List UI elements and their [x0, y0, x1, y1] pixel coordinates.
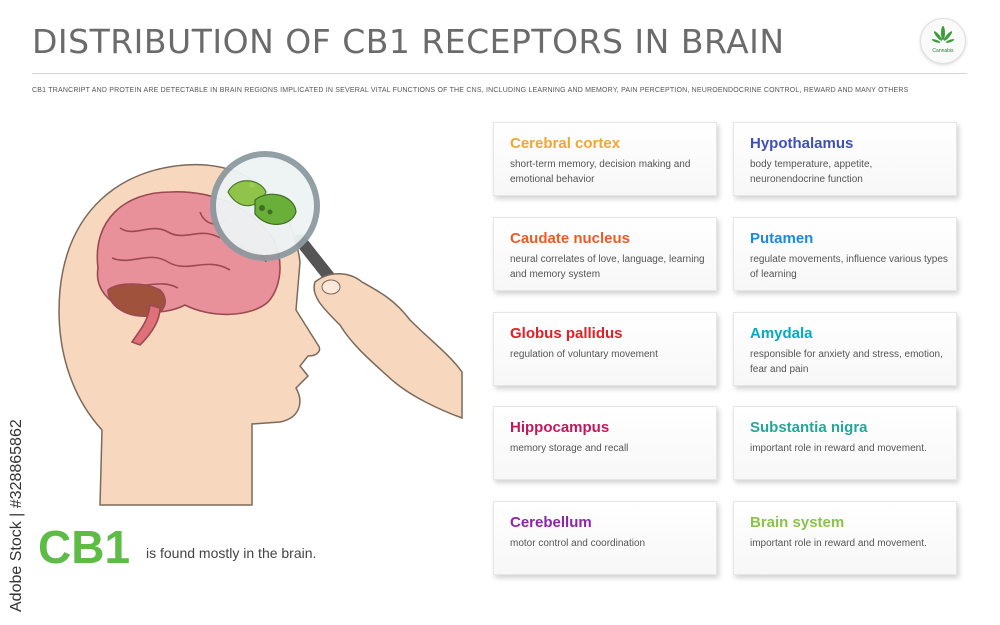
card-desc: responsible for anxiety and stress, emot… — [750, 349, 943, 375]
header-divider — [32, 73, 967, 74]
subtitle: CB1 trancript and protein are detectable… — [32, 87, 909, 94]
card-title: Brain system — [750, 514, 845, 531]
card-caudate-nucleus: Caudate nucleus neural correlates of lov… — [493, 217, 717, 291]
card-desc: motor control and coordination — [510, 538, 646, 549]
card-brain-system: Brain system important role in reward an… — [733, 501, 957, 575]
logo-text: Cannabis — [932, 48, 954, 54]
card-putamen: Putamen regulate movements, influence va… — [733, 217, 957, 291]
cb1-note: is found mostly in the brain. — [146, 545, 317, 561]
cb1-label: CB1 — [38, 521, 131, 573]
card-title: Putamen — [750, 230, 814, 247]
hand — [313, 273, 463, 420]
brain-illustration — [58, 151, 463, 506]
card-desc: regulate movements, influence various ty… — [750, 254, 948, 280]
card-title: Amydala — [750, 325, 813, 342]
card-cerebral-cortex: Cerebral cortex short-term memory, decis… — [493, 122, 717, 196]
card-title: Cerebellum — [510, 514, 592, 531]
cannabis-logo: Cannabis — [920, 18, 966, 64]
card-hippocampus: Hippocampus memory storage and recall — [493, 406, 717, 480]
card-title: Caudate nucleus — [510, 230, 631, 247]
card-desc: memory storage and recall — [510, 443, 629, 454]
card-desc: important role in reward and movement. — [750, 443, 927, 454]
card-substantia-nigra: Substantia nigra important role in rewar… — [733, 406, 957, 480]
card-title: Hippocampus — [510, 419, 610, 436]
stock-watermark: Adobe Stock | #328865862 — [8, 419, 25, 612]
card-globus-pallidus: Globus pallidus regulation of voluntary … — [493, 312, 717, 386]
card-title: Substantia nigra — [750, 419, 868, 436]
card-title: Cerebral cortex — [510, 135, 621, 152]
card-amydala: Amydala responsible for anxiety and stre… — [733, 312, 957, 386]
card-title: Hypothalamus — [750, 135, 854, 152]
card-desc: neural correlates of love, language, lea… — [510, 254, 705, 280]
card-desc: body temperature, appetite, neuronendocr… — [750, 159, 873, 185]
card-desc: important role in reward and movement. — [750, 538, 927, 549]
page-title: Distribution of CB1 receptors in brain — [32, 22, 785, 61]
card-desc: short-term memory, decision making and e… — [510, 159, 691, 185]
cannabis-leaf-icon — [931, 26, 955, 43]
card-title: Globus pallidus — [510, 325, 623, 342]
card-desc: regulation of voluntary movement — [510, 349, 658, 360]
card-cerebellum: Cerebellum motor control and coordinatio… — [493, 501, 717, 575]
card-hypothalamus: Hypothalamus body temperature, appetite,… — [733, 122, 957, 196]
